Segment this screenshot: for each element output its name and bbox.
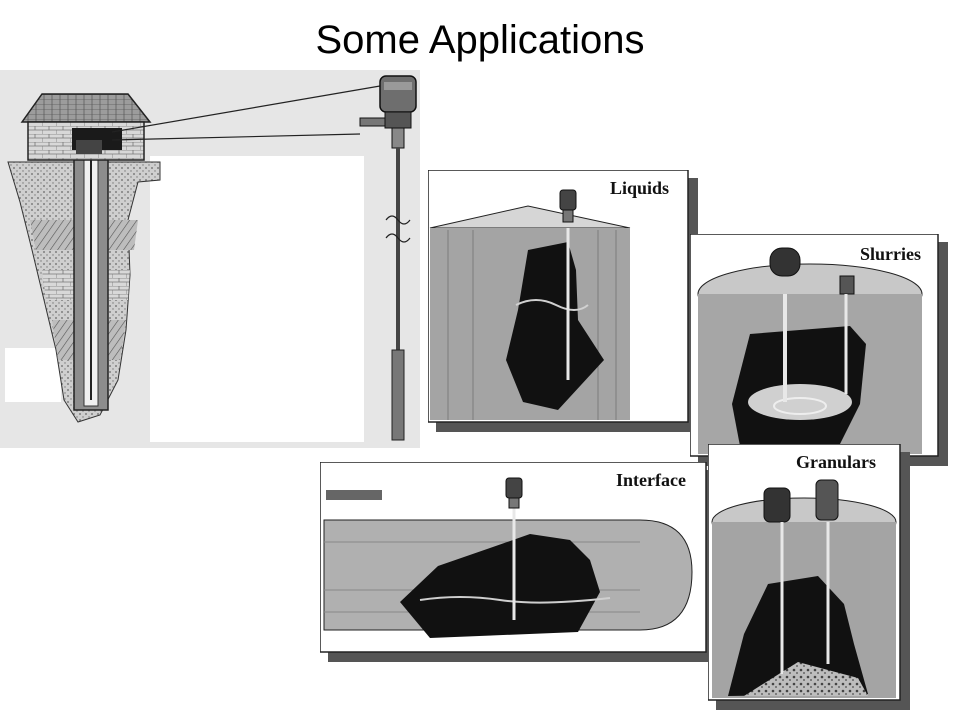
slurries-panel: Slurries: [690, 234, 948, 466]
slurries-label: Slurries: [860, 244, 921, 264]
granulars-panel: Granulars: [708, 444, 910, 710]
slide-title: Some Applications: [315, 18, 645, 62]
interface-panel: Interface: [320, 462, 716, 662]
liquids-panel: Liquids: [428, 170, 698, 432]
interface-label: Interface: [616, 470, 686, 490]
liquids-label: Liquids: [610, 178, 670, 198]
well-illustration: [0, 70, 432, 448]
granulars-label: Granulars: [796, 452, 877, 472]
